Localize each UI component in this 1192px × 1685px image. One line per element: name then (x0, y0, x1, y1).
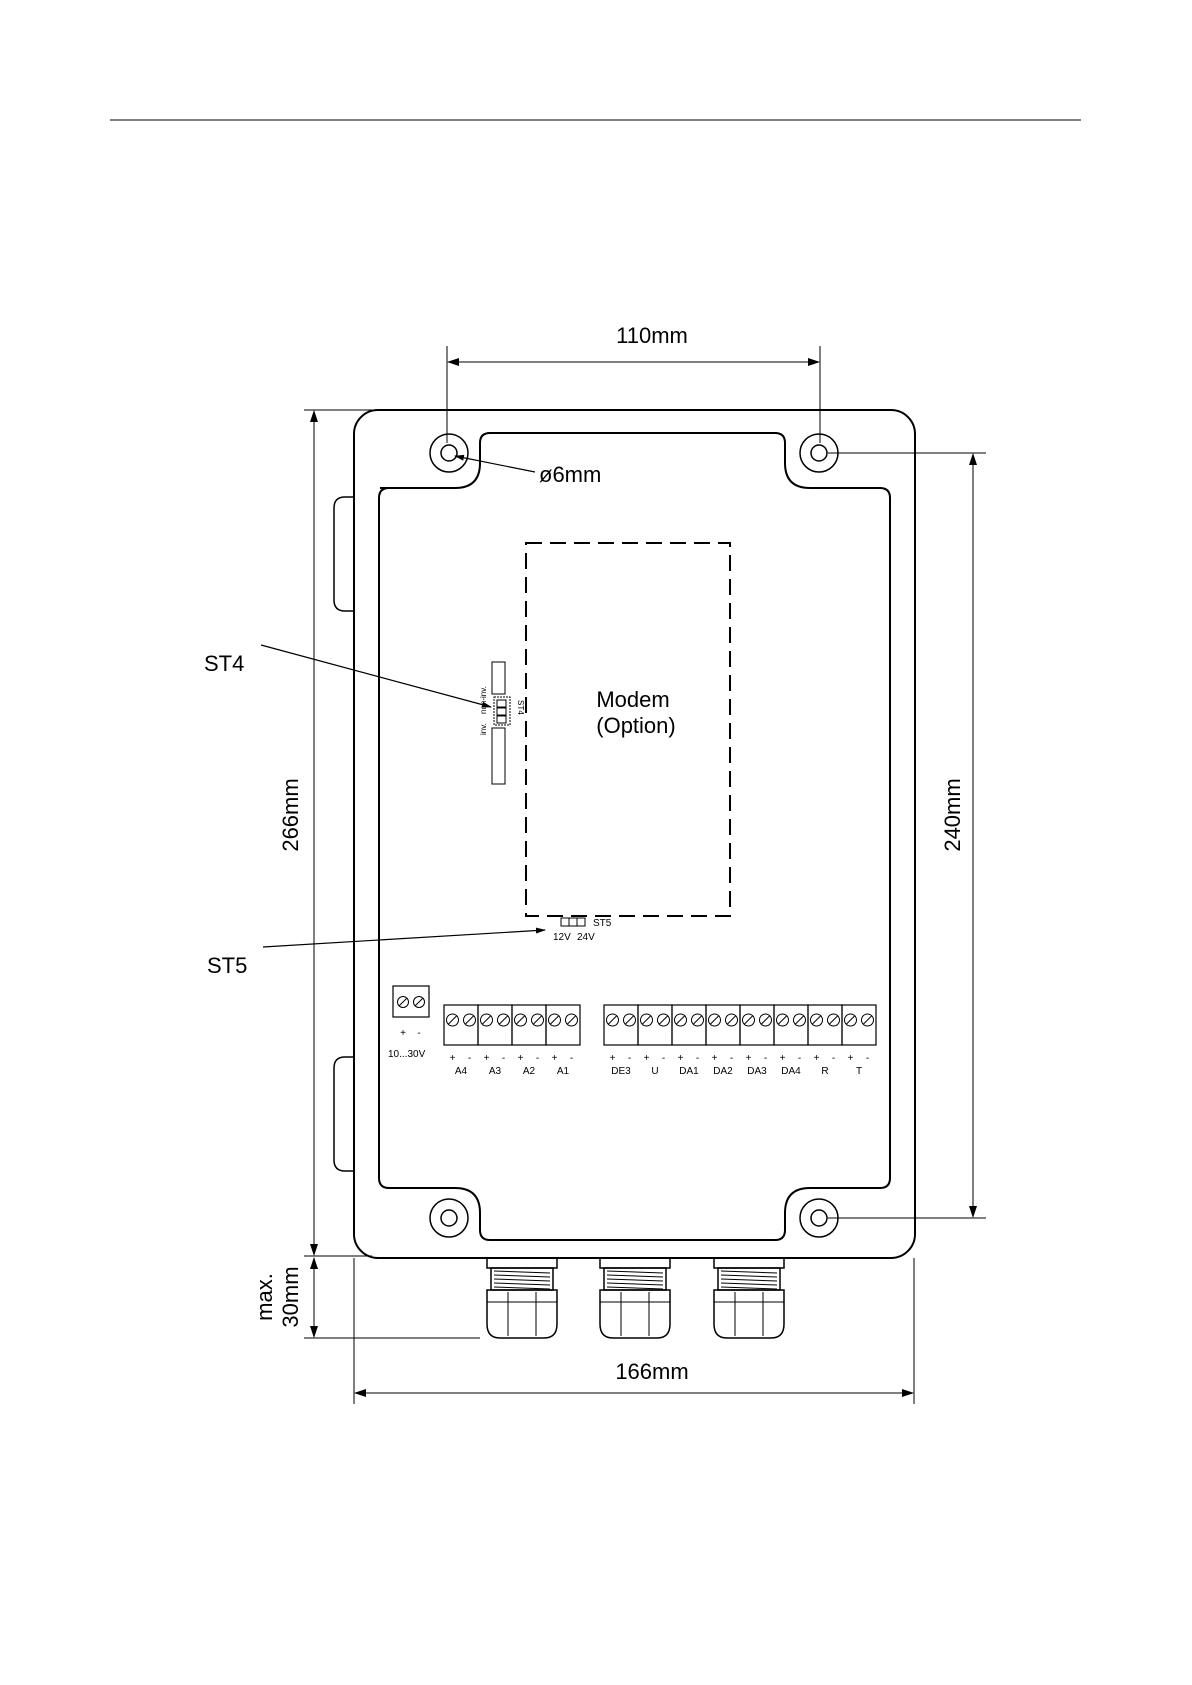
terminal-label: DA4 (781, 1066, 801, 1077)
terminal-label: A3 (489, 1066, 502, 1077)
hole-diameter-leader (455, 456, 535, 472)
terminal-label: A2 (523, 1066, 536, 1077)
st5-callout: ST5 (207, 953, 247, 978)
terminal-label: T (856, 1066, 862, 1077)
side-tab-upper (334, 497, 354, 611)
terminal-plus: + (678, 1053, 684, 1064)
st5-12v-label: 12V (553, 932, 571, 943)
terminal-pair-t: + -T (842, 1005, 876, 1077)
terminal-minus: - (730, 1053, 733, 1064)
power-plus: + (400, 1028, 406, 1039)
terminal-pair-da1: + - DA1 (672, 1005, 706, 1077)
terminal-plus: + (712, 1053, 718, 1064)
cable-gland-1 (487, 1258, 557, 1338)
dim-total-width: 166mm (615, 1359, 688, 1384)
mounting-hole-top-left (430, 434, 468, 472)
st4-jumper-block: ST4 inv. non-inv. (479, 662, 525, 784)
terminal-plus: + (848, 1053, 854, 1064)
terminal-plus: + (780, 1053, 786, 1064)
terminal-plus: + (518, 1053, 524, 1064)
dim-gland-height-line2: 30mm (278, 1266, 303, 1327)
terminal-strip-digital: +-DE3+-U+-DA1+-DA2+-DA3+-DA4+-R+-T (604, 1005, 876, 1077)
dim-total-height: 266mm (278, 778, 303, 851)
terminal-minus: - (798, 1053, 801, 1064)
hole-diameter-label: ø6mm (539, 462, 601, 487)
terminal-minus: - (764, 1053, 767, 1064)
modem-label: Modem (596, 687, 669, 712)
terminal-pair-a2: + -A2 (512, 1005, 546, 1077)
terminal-minus: - (832, 1053, 835, 1064)
terminal-label: A4 (455, 1066, 468, 1077)
st5-block-label: ST5 (593, 918, 612, 929)
st5-leader (263, 930, 545, 947)
terminal-label: DA1 (679, 1066, 699, 1077)
terminal-pair-u: + -U (638, 1005, 672, 1077)
terminal-minus: - (468, 1053, 471, 1064)
power-minus: - (417, 1028, 420, 1039)
terminal-pair-a1: + -A1 (546, 1005, 580, 1077)
terminal-minus: - (866, 1053, 869, 1064)
st4-block-label: ST4 (516, 700, 525, 715)
terminal-minus: - (628, 1053, 631, 1064)
terminal-pair-a3: + -A3 (478, 1005, 512, 1077)
power-voltage-label: 10...30V (388, 1049, 426, 1060)
terminal-minus: - (662, 1053, 665, 1064)
terminal-pair-da2: + - DA2 (706, 1005, 740, 1077)
dim-hole-spacing: 110mm (616, 323, 688, 348)
terminal-plus: + (484, 1053, 490, 1064)
mounting-hole-bottom-left (430, 1199, 468, 1237)
lid-outline (379, 433, 890, 1240)
st5-24v-label: 24V (577, 932, 595, 943)
terminal-plus: + (450, 1053, 456, 1064)
terminal-pair-de3: + - DE3 (604, 1005, 638, 1077)
terminal-pair-da4: + - DA4 (774, 1005, 808, 1077)
power-terminal: + - 10...30V (388, 986, 429, 1060)
terminal-plus: + (552, 1053, 558, 1064)
terminal-pair-da3: + - DA3 (740, 1005, 774, 1077)
terminal-label: U (651, 1066, 658, 1077)
terminal-plus: + (746, 1053, 752, 1064)
terminal-label: A1 (557, 1066, 570, 1077)
terminal-minus: - (502, 1053, 505, 1064)
terminal-label: R (821, 1066, 828, 1077)
enclosure-outline (354, 410, 915, 1258)
terminal-plus: + (610, 1053, 616, 1064)
side-tab-lower (334, 1057, 354, 1171)
terminal-label: DA2 (713, 1066, 733, 1077)
terminal-minus: - (536, 1053, 539, 1064)
st5-jumper-block: ST5 12V 24V (553, 918, 612, 943)
st4-inv-label: inv. (479, 723, 488, 735)
terminal-minus: - (696, 1053, 699, 1064)
st4-non-inv-label: non-inv. (479, 686, 488, 714)
terminal-plus: + (814, 1053, 820, 1064)
terminal-label: DA3 (747, 1066, 767, 1077)
dim-gland-height-line1: max. (252, 1273, 277, 1321)
terminal-minus: - (570, 1053, 573, 1064)
terminal-strip-analog: +-A4+-A3+-A2+-A1 (444, 1005, 580, 1077)
terminal-pair-r: + -R (808, 1005, 842, 1077)
modem-option-label: (Option) (596, 713, 675, 738)
terminal-plus: + (644, 1053, 650, 1064)
cable-glands (487, 1258, 784, 1338)
cable-gland-2 (600, 1258, 670, 1338)
terminal-label: DE3 (611, 1066, 631, 1077)
cable-gland-3 (714, 1258, 784, 1338)
dim-hole-vertical: 240mm (940, 778, 965, 851)
st4-callout: ST4 (204, 651, 244, 676)
terminal-pair-a4: + -A4 (444, 1005, 478, 1077)
st4-leader (261, 645, 491, 707)
